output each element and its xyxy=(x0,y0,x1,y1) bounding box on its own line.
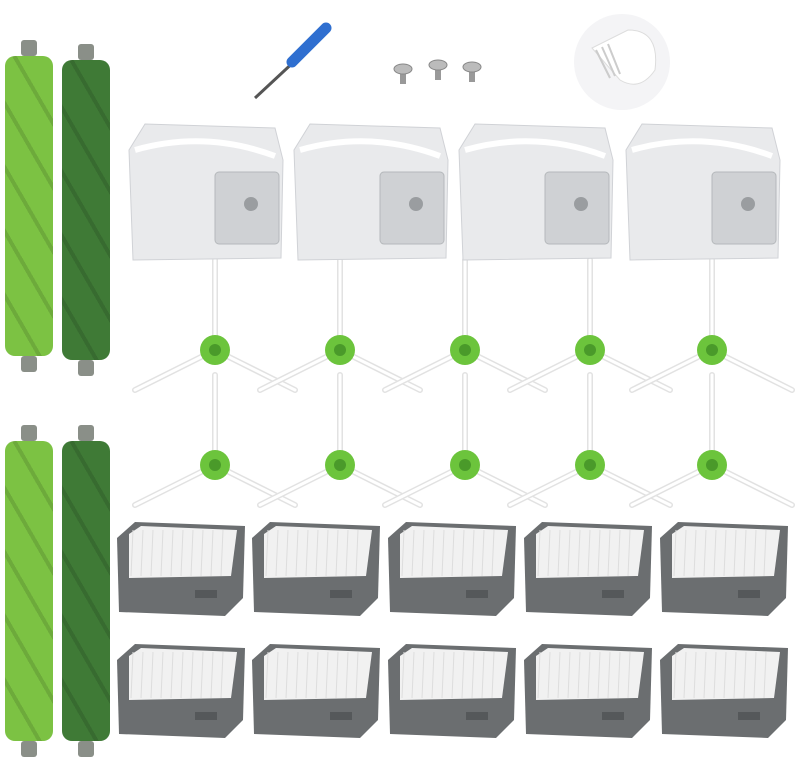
side-brush xyxy=(382,257,548,393)
cleaning-brush-icon xyxy=(574,14,670,110)
side-brush xyxy=(382,372,548,508)
hepa-filter xyxy=(115,518,247,618)
screw-icon xyxy=(462,61,482,82)
side-brush xyxy=(507,257,673,393)
hepa-filter xyxy=(658,640,790,740)
hepa-filter xyxy=(386,640,518,740)
dust-bag xyxy=(622,120,782,262)
hepa-filter xyxy=(522,640,654,740)
side-brush xyxy=(257,257,423,393)
hepa-filter xyxy=(115,640,247,740)
side-brush xyxy=(507,372,673,508)
hepa-filter xyxy=(250,640,382,740)
hepa-filter xyxy=(522,518,654,618)
main-roller-brush xyxy=(5,40,53,372)
side-brush xyxy=(629,372,795,508)
side-brush xyxy=(257,372,423,508)
side-brush xyxy=(629,257,795,393)
main-roller-brush xyxy=(62,425,110,757)
screw-icon xyxy=(393,63,413,84)
hepa-filter xyxy=(250,518,382,618)
screw-icon xyxy=(428,59,448,80)
main-roller-brush xyxy=(62,44,110,376)
dust-bag xyxy=(290,120,450,262)
side-brush xyxy=(132,257,298,393)
dust-bag xyxy=(455,120,615,262)
hepa-filter xyxy=(658,518,790,618)
main-roller-brush xyxy=(5,425,53,757)
hepa-filter xyxy=(386,518,518,618)
screwdriver-icon xyxy=(253,22,332,100)
dust-bag xyxy=(125,120,285,262)
side-brush xyxy=(132,372,298,508)
